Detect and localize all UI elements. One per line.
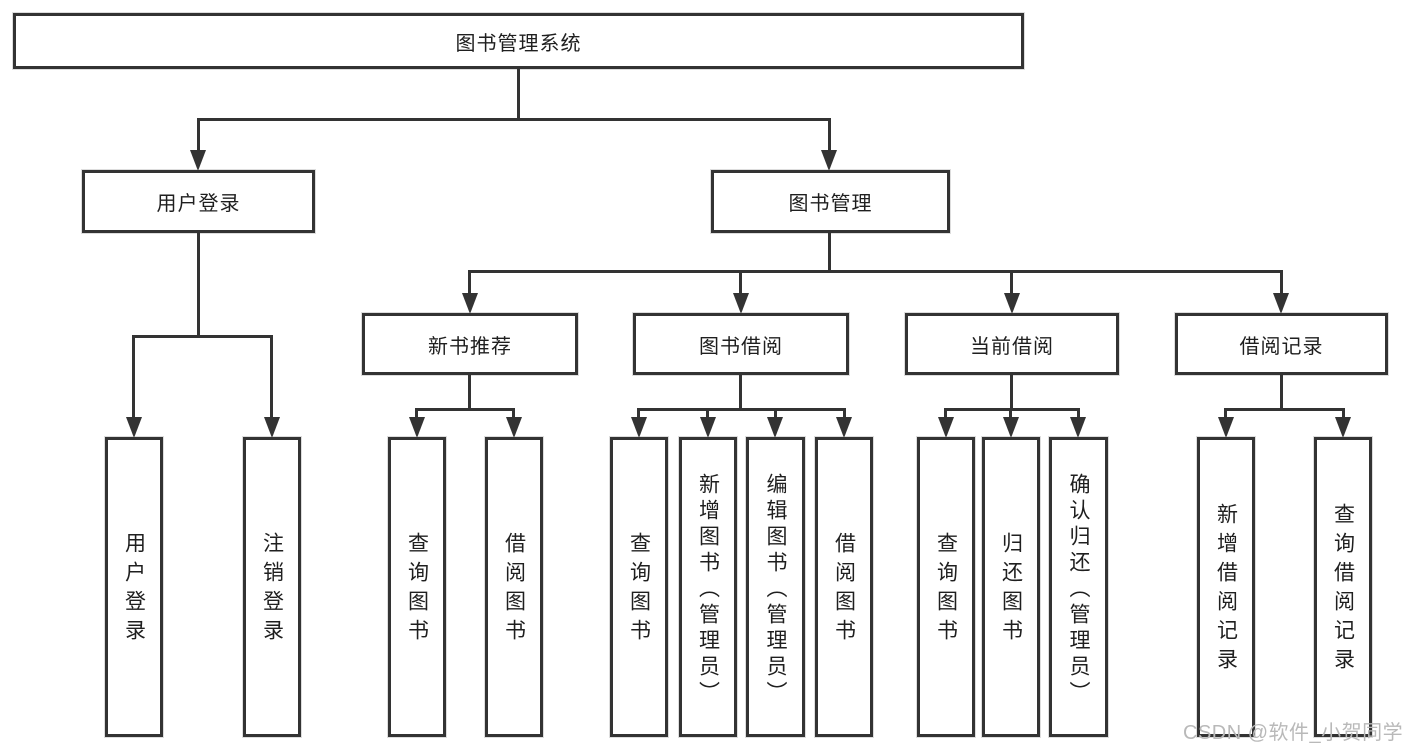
connector-drop [637, 408, 640, 420]
connector-user-login-stem [197, 233, 200, 335]
connector-drop [706, 408, 709, 420]
connector-drop-user-login [197, 118, 200, 152]
arrowhead-down-icon [700, 417, 716, 438]
leaf-return-book-label: 归还图书 [999, 532, 1023, 648]
leaf-edit-book-label: 编辑图书（管理员） [764, 473, 787, 707]
connector-drop-borrow-records [1280, 270, 1283, 295]
connector-user-login-bus [132, 335, 273, 338]
arrowhead-down-icon [1335, 417, 1351, 438]
node-new-book-rec: 新书推荐 [362, 313, 578, 375]
leaf-user-login-label: 用户登录 [122, 532, 146, 648]
connector-drop-current-borrow [1010, 270, 1013, 295]
arrowhead-down-icon [1070, 417, 1086, 438]
node-book-mgmt: 图书管理 [711, 170, 950, 233]
leaf-borrow-book-a-label: 借阅图书 [502, 532, 526, 648]
node-current-borrow-label: 当前借阅 [970, 335, 1054, 358]
leaf-query-book-c-label: 查询图书 [934, 532, 958, 648]
connector-drop-book-mgmt [828, 118, 831, 152]
connector-drop-leaf-user-login [132, 335, 135, 419]
leaf-user-login: 用户登录 [105, 437, 163, 737]
connector-borrow-records-stem [1280, 375, 1283, 411]
leaf-confirm-return-label: 确认归还（管理员） [1067, 473, 1090, 707]
arrowhead-down-icon [1273, 293, 1289, 314]
arrowhead-down-icon [1003, 417, 1019, 438]
leaf-logout: 注销登录 [243, 437, 301, 737]
arrowhead-down-icon [462, 293, 478, 314]
connector-drop [1077, 408, 1080, 420]
leaf-query-record: 查询借阅记录 [1314, 437, 1372, 737]
leaf-logout-label: 注销登录 [260, 532, 284, 648]
node-new-book-rec-label: 新书推荐 [428, 335, 512, 358]
leaf-query-book-c: 查询图书 [917, 437, 975, 737]
arrowhead-down-icon [190, 150, 206, 171]
node-borrow-records: 借阅记录 [1175, 313, 1388, 375]
connector-drop-new-book-rec [468, 270, 471, 295]
connector-drop [843, 408, 846, 420]
connector-new-book-rec-bus [415, 408, 515, 411]
leaf-query-book-b-label: 查询图书 [627, 532, 651, 648]
node-user-login: 用户登录 [82, 170, 315, 233]
leaf-query-record-label: 查询借阅记录 [1331, 503, 1355, 677]
leaf-add-record-label: 新增借阅记录 [1214, 503, 1238, 677]
connector-current-borrow-bus [944, 408, 1080, 411]
node-user-login-label: 用户登录 [156, 193, 241, 215]
connector-drop-book-borrow [739, 270, 742, 295]
connector-book-mgmt-bus [468, 270, 1283, 273]
leaf-add-book: 新增图书（管理员） [679, 437, 737, 737]
leaf-confirm-return: 确认归还（管理员） [1049, 437, 1108, 737]
node-current-borrow: 当前借阅 [905, 313, 1119, 375]
leaf-borrow-book-a: 借阅图书 [485, 437, 543, 737]
csdn-watermark: CSDN @软件_小贺同学 [1183, 722, 1404, 744]
connector-drop-leaf-logout [270, 335, 273, 419]
arrowhead-down-icon [836, 417, 852, 438]
connector-book-borrow-stem [739, 375, 742, 411]
leaf-borrow-book-b: 借阅图书 [815, 437, 873, 737]
connector-drop [774, 408, 777, 420]
arrowhead-down-icon [506, 417, 522, 438]
connector-root-stem [517, 69, 520, 118]
arrowhead-down-icon [409, 417, 425, 438]
arrowhead-down-icon [767, 417, 783, 438]
connector-root-bus [197, 118, 831, 121]
connector-new-book-rec-stem [468, 375, 471, 411]
arrowhead-down-icon [631, 417, 647, 438]
leaf-add-record: 新增借阅记录 [1197, 437, 1255, 737]
leaf-add-book-label: 新增图书（管理员） [696, 473, 720, 707]
node-borrow-records-label: 借阅记录 [1239, 335, 1324, 358]
arrowhead-down-icon [1004, 293, 1020, 314]
connector-book-borrow-bus [637, 408, 846, 411]
leaf-query-book-a: 查询图书 [388, 437, 446, 737]
connector-book-mgmt-stem [828, 233, 831, 270]
connector-drop [512, 408, 515, 420]
connector-drop [1224, 408, 1227, 420]
arrowhead-down-icon [264, 417, 280, 438]
arrowhead-down-icon [1218, 417, 1234, 438]
leaf-return-book: 归还图书 [982, 437, 1040, 737]
leaf-borrow-book-b-label: 借阅图书 [832, 532, 856, 648]
leaf-edit-book: 编辑图书（管理员） [746, 437, 805, 737]
connector-drop [415, 408, 418, 420]
connector-drop [1342, 408, 1345, 420]
node-book-borrow-label: 图书借阅 [699, 335, 783, 358]
node-book-mgmt-label: 图书管理 [788, 193, 873, 215]
leaf-query-book-b: 查询图书 [610, 437, 668, 737]
connector-borrow-records-bus [1224, 408, 1345, 411]
arrowhead-down-icon [733, 293, 749, 314]
node-root: 图书管理系统 [13, 13, 1024, 69]
node-book-borrow: 图书借阅 [633, 313, 849, 375]
leaf-query-book-a-label: 查询图书 [405, 532, 429, 648]
node-root-label: 图书管理系统 [455, 32, 582, 55]
arrowhead-down-icon [821, 150, 837, 171]
connector-drop [1009, 408, 1012, 420]
arrowhead-down-icon [126, 417, 142, 438]
connector-drop [944, 408, 947, 420]
connector-current-borrow-stem [1010, 375, 1013, 411]
arrowhead-down-icon [938, 417, 954, 438]
